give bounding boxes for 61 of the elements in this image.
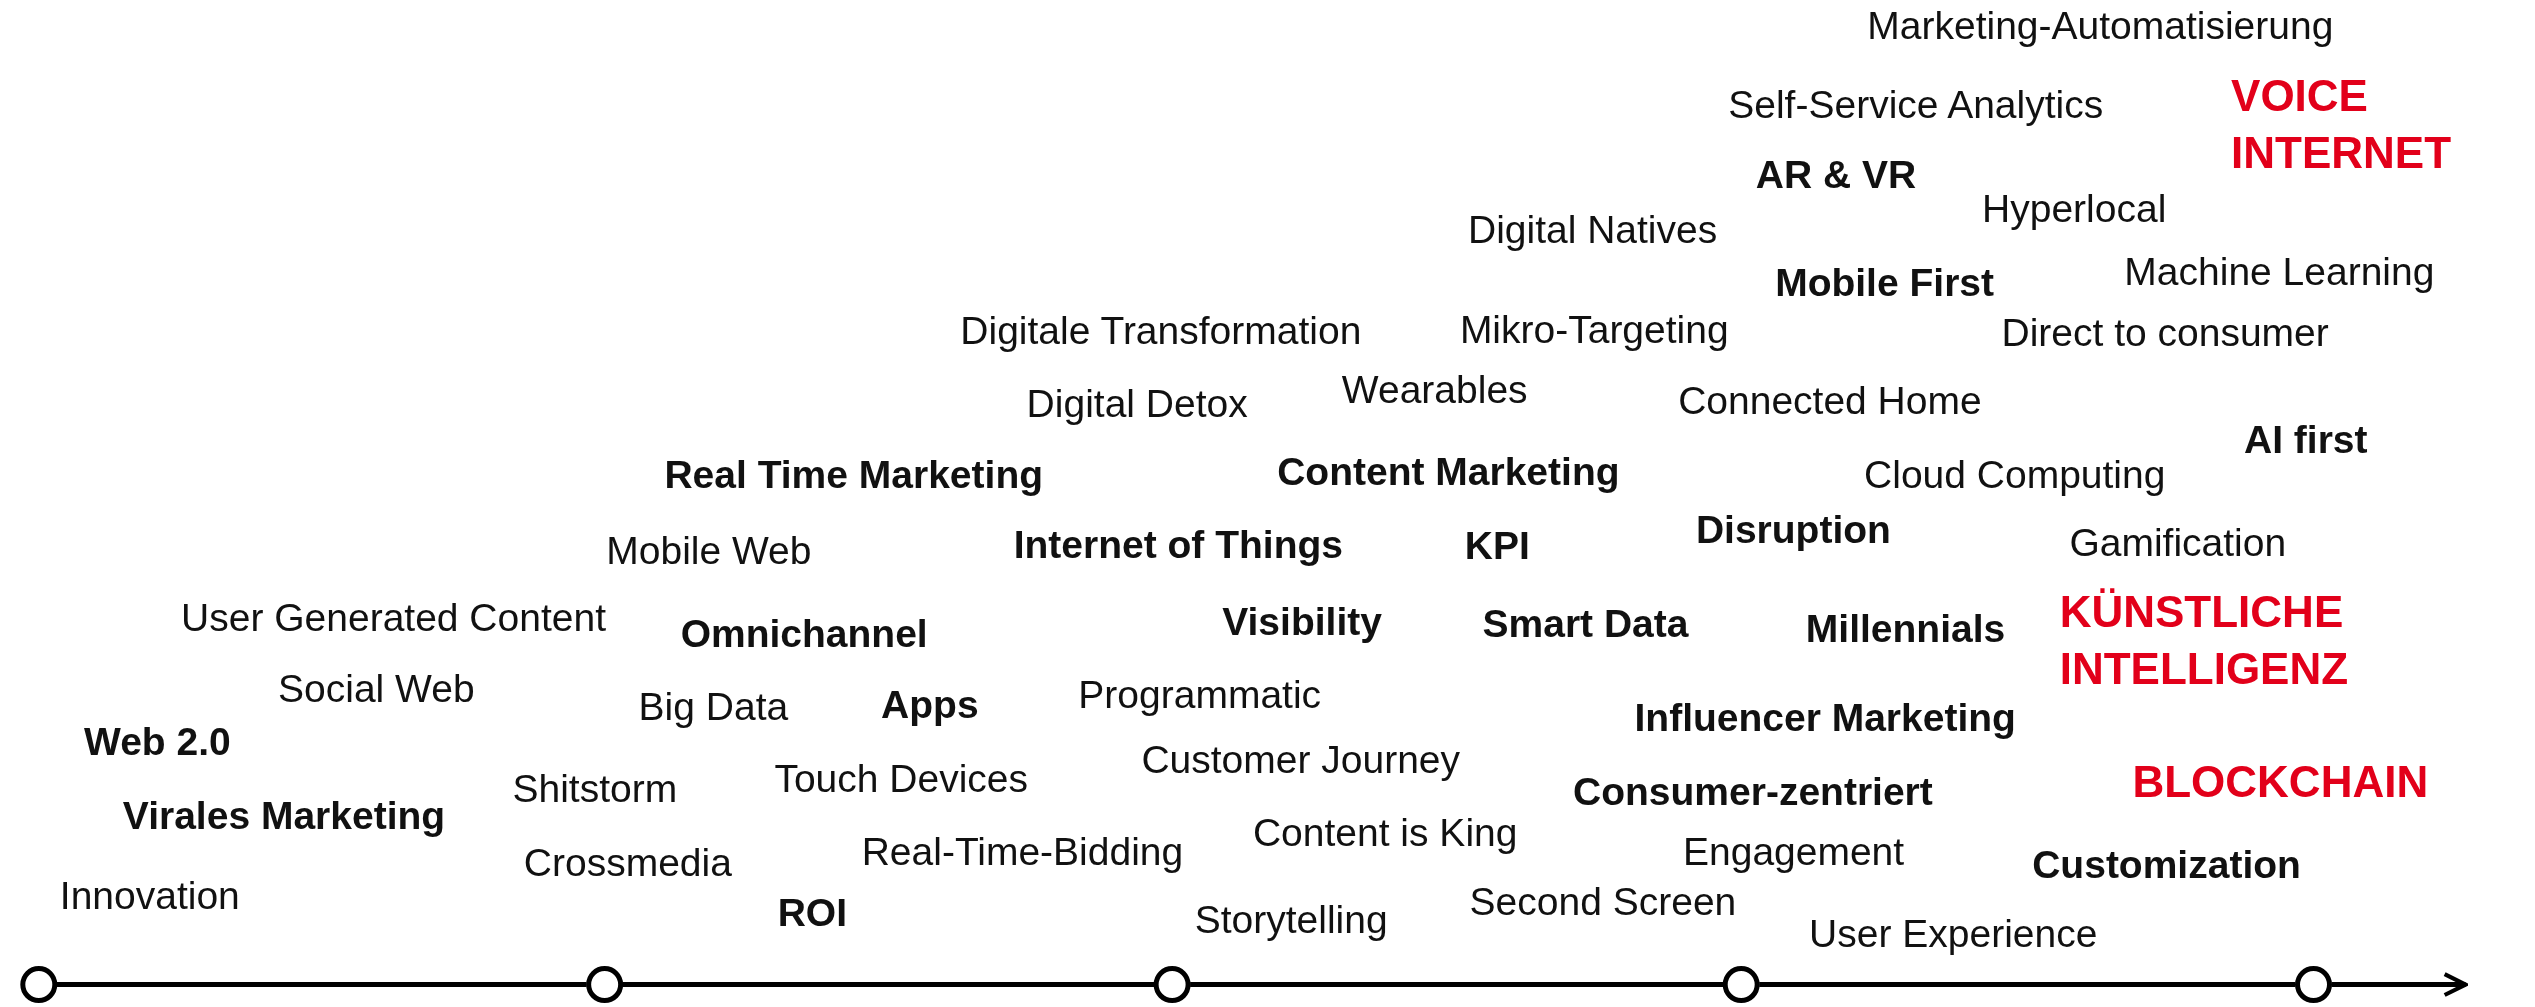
highlighted-term: VOICE INTERNET bbox=[2231, 70, 2453, 179]
buzzword: Storytelling bbox=[1194, 897, 1388, 943]
buzzword: Self-Service Analytics bbox=[1728, 82, 2104, 128]
buzzword: Wearables bbox=[1341, 367, 1528, 413]
highlighted-term: BLOCKCHAIN bbox=[2132, 756, 2429, 809]
buzzword: Internet of Things bbox=[1013, 522, 1343, 568]
buzzword: Direct to consumer bbox=[2001, 310, 2329, 356]
buzzword: Mobile Web bbox=[606, 528, 812, 574]
buzzword: Smart Data bbox=[1482, 601, 1689, 647]
buzzword: Connected Home bbox=[1678, 378, 1982, 424]
buzzword: Crossmedia bbox=[523, 840, 732, 886]
timeline-line bbox=[56, 982, 587, 988]
timeline-point bbox=[2295, 966, 2332, 1004]
buzzword: Omnichannel bbox=[680, 611, 928, 657]
buzzword: Content is King bbox=[1252, 810, 1518, 855]
buzzword: Cloud Computing bbox=[1864, 452, 2166, 498]
buzzword: Mikro-Targeting bbox=[1459, 307, 1729, 353]
buzzword: Machine Learning bbox=[2124, 249, 2435, 294]
timeline-arrow bbox=[2331, 972, 2468, 998]
buzzword: Consumer-zentriert bbox=[1573, 769, 1933, 815]
buzzword: Millennials bbox=[1805, 606, 2006, 652]
buzzword: Real Time Marketing bbox=[664, 452, 1044, 498]
highlighted-term: KÜNSTLICHE INTELLIGENZ bbox=[2059, 585, 2350, 695]
buzzword: ROI bbox=[777, 891, 847, 936]
buzzword: Second Screen bbox=[1469, 879, 1737, 925]
timeline-point bbox=[586, 966, 624, 1004]
timeline-line bbox=[1190, 982, 1724, 988]
buzzword: Touch Devices bbox=[774, 756, 1028, 802]
buzzword: User Generated Content bbox=[181, 595, 606, 640]
timeline-point bbox=[20, 966, 58, 1004]
buzzword: Web 2.0 bbox=[84, 719, 231, 765]
buzzword: Mobile First bbox=[1775, 260, 1994, 306]
buzzword: Customer Journey bbox=[1141, 737, 1461, 783]
buzzword: Big Data bbox=[638, 684, 789, 729]
buzzword: Digital Detox bbox=[1026, 381, 1248, 427]
buzzword: Visibility bbox=[1222, 600, 1382, 645]
buzzword: Social Web bbox=[278, 666, 475, 712]
timeline-line bbox=[622, 982, 1155, 988]
buzzword: Gamification bbox=[2069, 520, 2287, 566]
timeline-point bbox=[1722, 966, 1760, 1004]
buzzword: Apps bbox=[881, 682, 979, 728]
buzzword: Engagement bbox=[1683, 829, 1905, 875]
buzzword: Programmatic bbox=[1078, 672, 1322, 718]
buzzword: AR & VR bbox=[1755, 152, 1917, 197]
buzzword: KPI bbox=[1464, 524, 1530, 569]
buzzword: Digital Natives bbox=[1467, 207, 1718, 252]
buzzword: Shitstorm bbox=[512, 766, 678, 812]
buzzword: Real-Time-Bidding bbox=[861, 829, 1184, 875]
buzzword: Customization bbox=[2032, 842, 2301, 888]
buzzword: Content Marketing bbox=[1277, 449, 1620, 495]
buzzword: AI first bbox=[2244, 417, 2368, 463]
buzzword: Influencer Marketing bbox=[1634, 695, 2016, 741]
buzzword: Hyperlocal bbox=[1982, 186, 2167, 231]
buzzword: Virales Marketing bbox=[122, 794, 446, 839]
buzzword: Digitale Transformation bbox=[960, 309, 1362, 354]
buzzword: Disruption bbox=[1695, 507, 1891, 553]
buzzword: Innovation bbox=[59, 873, 240, 919]
timeline-point bbox=[1153, 966, 1191, 1004]
buzzword: Marketing-Automatisierung bbox=[1867, 3, 2334, 49]
buzzword: User Experience bbox=[1809, 912, 2098, 957]
timeline-line bbox=[1759, 982, 2296, 988]
